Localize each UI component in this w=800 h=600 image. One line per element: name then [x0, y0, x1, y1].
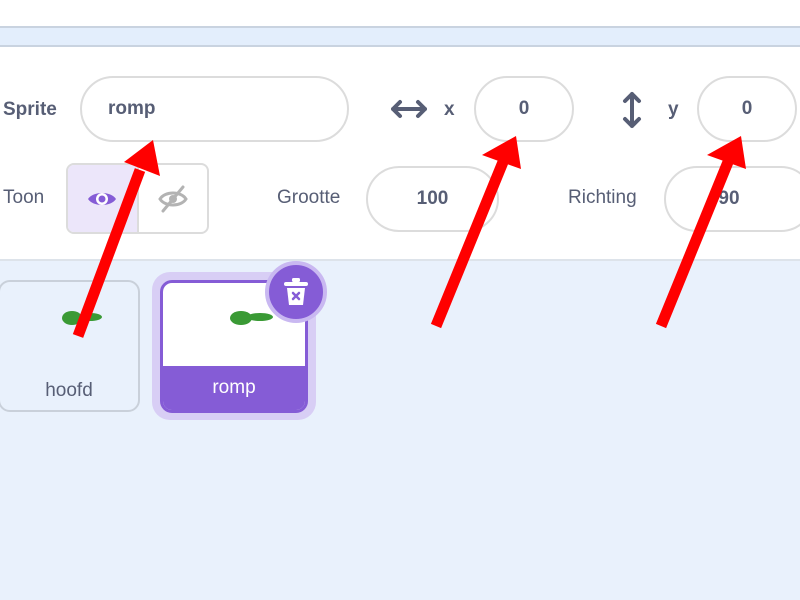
sprite-thumbnail: [62, 311, 102, 325]
delete-sprite-button[interactable]: [265, 261, 327, 323]
x-label: x: [444, 99, 455, 120]
show-label: Toon: [3, 187, 45, 208]
top-bar: [0, 0, 800, 28]
hide-sprite-button[interactable]: [139, 165, 208, 232]
vertical-arrows-icon: [623, 92, 641, 128]
direction-label: Richting: [568, 187, 637, 208]
show-sprite-button[interactable]: [68, 165, 139, 232]
sprite-name-label: Sprite: [3, 99, 57, 120]
trash-icon: [284, 278, 308, 305]
eye-icon: [88, 192, 117, 205]
sprite-thumbnail: [230, 311, 273, 325]
stage-header-band: [0, 28, 800, 47]
x-position-input[interactable]: 0: [474, 76, 574, 142]
direction-input[interactable]: 90: [664, 166, 800, 232]
horizontal-arrows-icon: [391, 100, 427, 118]
sprite-name-input[interactable]: romp: [80, 76, 349, 142]
size-input[interactable]: 100: [366, 166, 499, 232]
size-label: Grootte: [277, 187, 341, 208]
visibility-toggle: [66, 163, 209, 234]
y-position-input[interactable]: 0: [697, 76, 797, 142]
sprite-tile-hoofd[interactable]: hoofd: [0, 280, 140, 412]
eye-slash-icon: [157, 185, 188, 212]
sprite-tile-name: hoofd: [45, 380, 93, 401]
sprite-tile-name: romp: [163, 366, 305, 410]
y-label: y: [668, 99, 679, 120]
